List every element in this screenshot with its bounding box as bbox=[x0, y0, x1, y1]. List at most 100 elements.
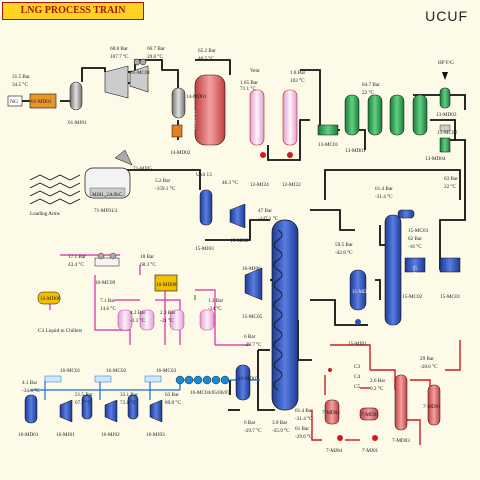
16-md08-vessel bbox=[154, 274, 178, 292]
label-t16: 68.3 °C bbox=[140, 261, 156, 268]
label-15-mc02: 15-MC02 bbox=[402, 294, 423, 300]
label-t29: -29.6 °C bbox=[295, 433, 313, 440]
16-mj03-compressor bbox=[149, 399, 163, 423]
13-dryer-1 bbox=[367, 94, 383, 136]
13-mc01-exchanger bbox=[317, 124, 339, 136]
15-md03-vessel bbox=[199, 189, 213, 226]
01-mc01-cooler-body bbox=[129, 65, 149, 93]
label-13-md01: 13-MD01 bbox=[345, 148, 366, 154]
label-t24: 89.8 °C bbox=[165, 399, 181, 406]
ng-inlet-box bbox=[7, 95, 23, 107]
label-16-mc03: 16-MC03 bbox=[156, 368, 177, 374]
15-mc02-exchanger bbox=[404, 257, 426, 273]
16-md07-vessel bbox=[235, 364, 251, 401]
label-13-mc02: 13-MC02 bbox=[437, 130, 458, 136]
12-mj24-pump bbox=[260, 152, 266, 158]
label-13-mc01: 13-MC01 bbox=[318, 142, 339, 148]
label-71-mj05: 71-MJ05 bbox=[133, 166, 152, 172]
label-7-md01-drum: 7-MD01 bbox=[361, 412, 379, 418]
16-mc03-cooler bbox=[144, 375, 162, 383]
label-15-mc01: 15-MC01 bbox=[440, 294, 461, 300]
label-t25: -29.7 °C bbox=[244, 341, 262, 348]
13-dryer-2 bbox=[389, 94, 405, 136]
label-t5: 71.1 °C bbox=[240, 85, 256, 92]
label-7-mj04: 7-MJ04 bbox=[326, 448, 343, 454]
16-md01-vessel bbox=[24, 394, 38, 424]
label-7-md03: 7-MD03 bbox=[392, 438, 410, 444]
label-c4: C4 bbox=[354, 374, 360, 380]
label-12-me01: 12-ME01 bbox=[254, 118, 259, 138]
13-md04-filter bbox=[439, 137, 451, 153]
label-p16: 18 Bar bbox=[140, 254, 154, 260]
label-p2: 68.8 Bar bbox=[110, 46, 128, 52]
label-p8: 64.7 Bar bbox=[362, 82, 380, 88]
label-16-mc02: 16-MC02 bbox=[106, 368, 127, 374]
16-mj02-compressor bbox=[104, 399, 118, 423]
label-t31: 0.2 °C bbox=[370, 385, 384, 392]
7-md01-column bbox=[427, 384, 441, 426]
label-p22: 21.5 Bar bbox=[75, 392, 93, 398]
01-md01-filter bbox=[29, 93, 57, 109]
label-t22: 67.7 °C bbox=[75, 399, 91, 406]
7-md03-column bbox=[394, 374, 408, 431]
label-p25: 6 Bar bbox=[244, 334, 256, 340]
12-mj22-pump bbox=[287, 152, 293, 158]
chiller-3 bbox=[169, 309, 185, 331]
15-mc01-exchanger bbox=[439, 257, 461, 273]
label-p1: 31.5 Bar bbox=[12, 74, 30, 80]
label-p31: 2.6 Bar bbox=[370, 378, 386, 384]
label-c3-liquid: C3 Liquid to Chillers bbox=[38, 328, 82, 334]
label-13-md03: 13-MD03 bbox=[436, 112, 457, 118]
label-p18: 4.2 Bar bbox=[130, 310, 146, 316]
label-t17: 14.6 °C bbox=[100, 305, 116, 312]
label-15-mj02: 15-MJ02 bbox=[230, 238, 249, 244]
label-p27: 3.9 Bar bbox=[272, 420, 288, 426]
7-md01-drum bbox=[359, 407, 379, 421]
label-01-mj01: 01-MJ01 bbox=[68, 120, 87, 126]
label-13-md04: 13-MD04 bbox=[425, 156, 446, 162]
label-12-mr01: 12-MR01 bbox=[190, 110, 195, 130]
label-7-md02: 7-MD02 bbox=[322, 410, 340, 416]
label-12-me02: 12-ME02 bbox=[287, 118, 292, 138]
label-16-md06: 16-MD06 bbox=[40, 296, 61, 302]
chiller-2 bbox=[139, 309, 155, 331]
label-16-mc09: 16-MC09 bbox=[95, 280, 116, 286]
label-p28: 61.4 Bar bbox=[295, 408, 313, 414]
15-md01-scrub-column bbox=[384, 214, 402, 326]
label-14-md02: 14-MD02 bbox=[170, 150, 191, 156]
label-t6: 103 °C bbox=[290, 77, 305, 84]
label-t12: -31.4 °C bbox=[375, 193, 393, 200]
15-md02-vessel bbox=[349, 269, 367, 311]
71-mj05-pump bbox=[114, 149, 133, 166]
label-p6: 1.8 Bar bbox=[290, 70, 306, 76]
15-mj02-expander bbox=[229, 203, 246, 229]
hp-fg-arrow bbox=[442, 72, 448, 80]
14-md01-vessel bbox=[171, 87, 186, 119]
label-15-mj01: 15-MJ01 bbox=[348, 341, 367, 347]
13-md01-vessel bbox=[344, 94, 360, 136]
label-t1: 34.5 °C bbox=[12, 81, 28, 88]
label-7-mj01: 7-MJ01 bbox=[362, 448, 379, 454]
label-mj01-2abc: MJ01_2A/B/C bbox=[92, 192, 123, 198]
01-md01-vessel bbox=[69, 81, 83, 111]
label-16-md07: 16-MD07 bbox=[238, 376, 259, 382]
01-mc01-fan bbox=[133, 58, 141, 66]
label-p9: 63 Bar bbox=[444, 176, 458, 182]
7-mj01-pump bbox=[372, 435, 378, 441]
label-loading-arms: Loading Arms bbox=[30, 211, 60, 217]
01-mj01-compressor bbox=[104, 65, 129, 99]
ng-label: NG bbox=[10, 99, 18, 105]
label-p30: 29 Bar bbox=[420, 356, 434, 362]
label-t18: -3.3 °C bbox=[130, 317, 146, 324]
label-15-md02: 15-MD02 bbox=[352, 290, 372, 295]
label-t19: -21 °C bbox=[160, 317, 174, 324]
15-mj01-pump bbox=[355, 319, 361, 325]
label-t7: 46.3 °C bbox=[222, 179, 238, 186]
12-mr01-absorber bbox=[194, 74, 226, 146]
page-title: LNG PROCESS TRAIN bbox=[2, 2, 144, 20]
16-mj01-compressor bbox=[59, 399, 73, 423]
filter-label: 01-MD01 bbox=[31, 99, 52, 105]
label-c5: C5 bbox=[354, 384, 360, 390]
